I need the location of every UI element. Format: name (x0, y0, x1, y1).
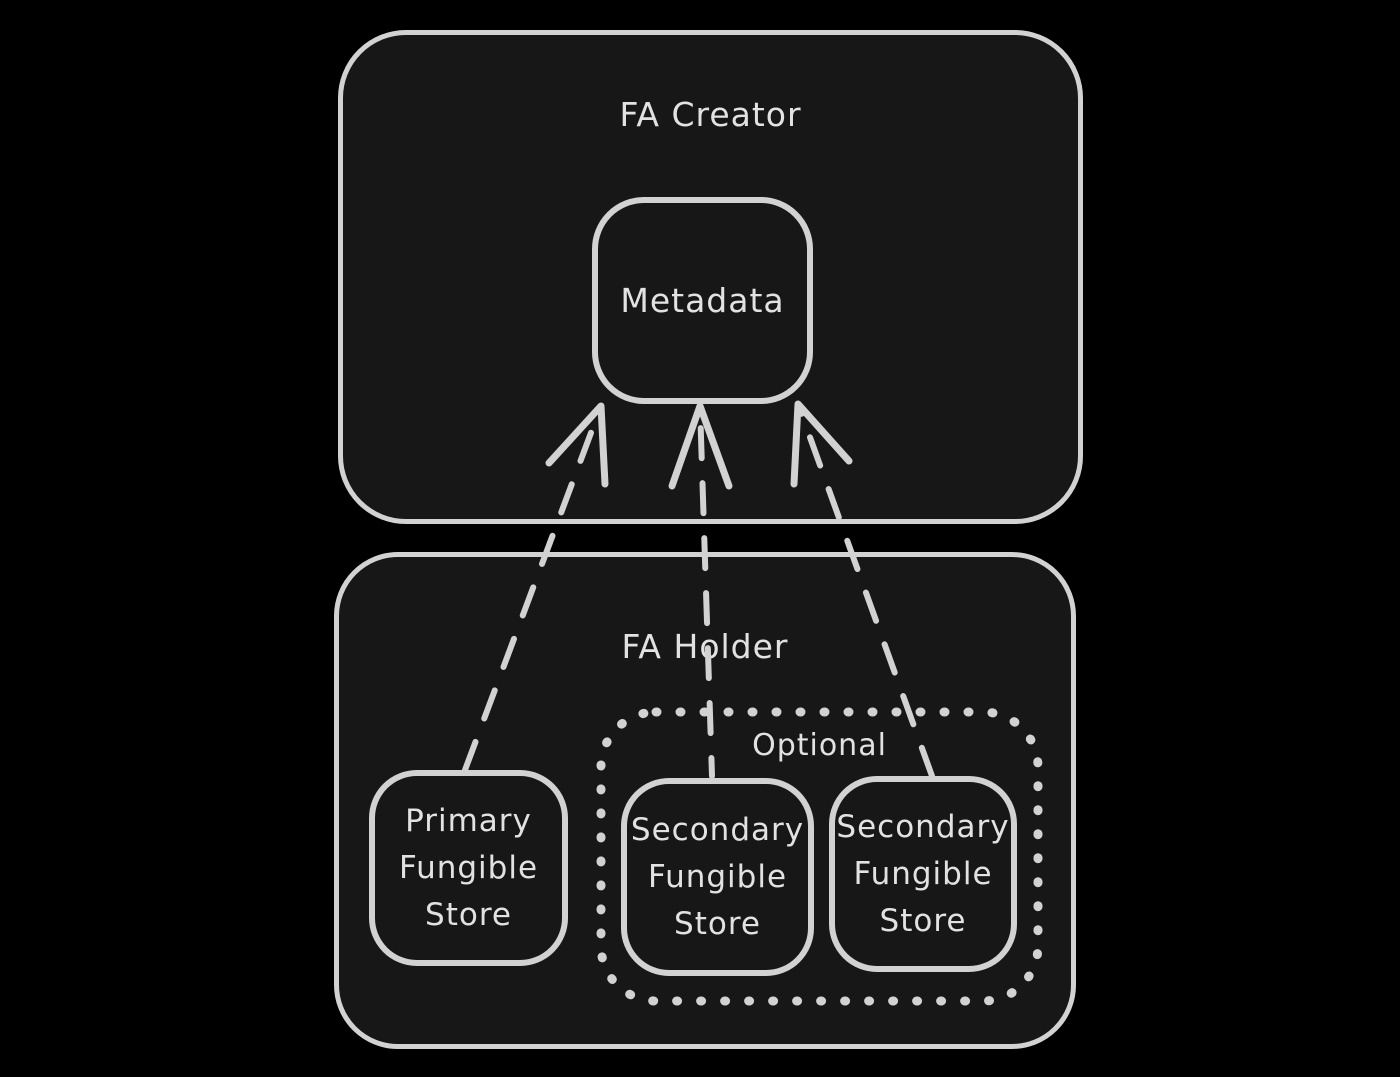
metadata-node: Metadata (592, 197, 813, 404)
secondary-left-label-line3: Store (674, 905, 761, 942)
metadata-label: Metadata (620, 281, 785, 320)
primary-fungible-store-node: Primary Fungible Store (369, 770, 568, 966)
primary-store-label-line1: Primary (405, 802, 532, 839)
primary-store-label-line3: Store (425, 896, 512, 933)
secondary-right-label-line2: Fungible (853, 855, 993, 892)
secondary-fungible-store-right-node: Secondary Fungible Store (829, 776, 1017, 972)
secondary-fungible-store-left-node: Secondary Fungible Store (621, 778, 814, 976)
secondary-left-label-line1: Secondary (630, 811, 805, 848)
secondary-right-label-line3: Store (879, 902, 967, 939)
secondary-right-label-line1: Secondary (836, 808, 1010, 845)
optional-group-label: Optional (752, 728, 887, 763)
primary-store-label-line2: Fungible (398, 849, 539, 886)
secondary-left-label-line2: Fungible (647, 858, 788, 895)
fa-creator-label: FA Creator (619, 95, 802, 134)
fa-holder-label: FA Holder (621, 627, 789, 666)
